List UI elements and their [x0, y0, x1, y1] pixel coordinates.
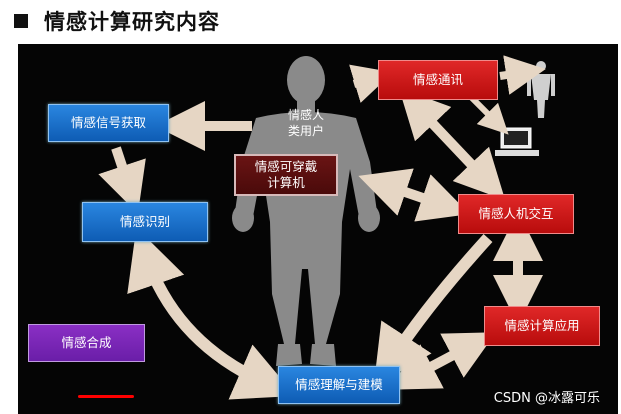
- human-user-label: 情感人 类用户: [276, 108, 336, 139]
- arrow-human-to-communication: [349, 64, 394, 103]
- diagram-canvas: 情感信号获取 情感识别 情感合成 情感理解与建模 情感通讯 情感人机交互 情感计…: [18, 44, 618, 414]
- arrow-communication-hci: [398, 87, 506, 201]
- arrow-communication-to-computer: [467, 93, 509, 135]
- arrow-application-understanding: [387, 332, 497, 390]
- node-application: 情感计算应用: [484, 306, 600, 346]
- wearable-line1: 情感可穿戴: [254, 159, 318, 175]
- node-signal-acquisition: 情感信号获取: [48, 104, 169, 142]
- red-underline-annotation: [78, 395, 134, 398]
- connections: [98, 55, 546, 400]
- arrow-communication-to-person: [499, 55, 546, 95]
- node-understanding-modeling: 情感理解与建模: [278, 366, 400, 404]
- computer-icon: [495, 127, 539, 156]
- node-synthesis: 情感合成: [28, 324, 145, 362]
- watermark: CSDN @冰露可乐: [493, 391, 600, 406]
- wearable-line2: 计算机: [267, 175, 305, 190]
- node-hci: 情感人机交互: [458, 194, 574, 234]
- small-person-icon: [527, 61, 555, 118]
- node-wearable-computer: 情感可穿戴 计算机: [234, 154, 338, 196]
- node-communication: 情感通讯: [378, 60, 498, 100]
- human-silhouette: [232, 56, 380, 366]
- arrow-signal-to-recognition: [98, 146, 146, 214]
- page-header: 情感计算研究内容: [14, 6, 220, 36]
- page-title: 情感计算研究内容: [44, 10, 220, 34]
- human-label-line2: 类用户: [287, 123, 324, 138]
- node-recognition: 情感识别: [82, 202, 208, 242]
- human-label-line1: 情感人: [287, 108, 324, 122]
- square-bullet-icon: [14, 14, 28, 28]
- arrow-human-hci: [358, 168, 470, 222]
- arrow-recognition-understanding: [127, 227, 296, 400]
